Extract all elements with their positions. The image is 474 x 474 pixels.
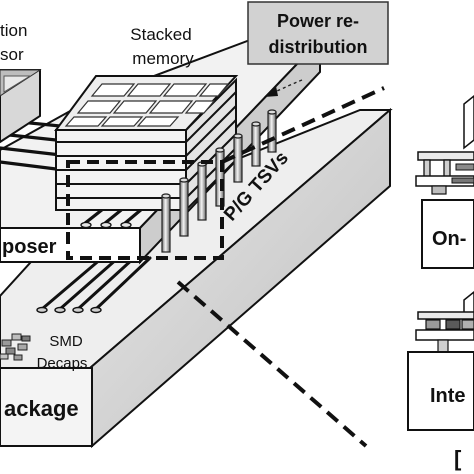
stacked-label-top: Stacked: [130, 25, 191, 44]
package-substrate: [0, 107, 393, 449]
callout-arrowhead-icon: [264, 86, 278, 97]
power-callout-box: [247, 1, 389, 65]
package-pads: [36, 306, 102, 314]
zoom-region-box: [66, 160, 224, 260]
power-label-top: Power re-: [277, 11, 359, 31]
inset-panel: On- Inte: [407, 95, 474, 431]
processor-die: [0, 69, 42, 144]
processor-label-bottom: sor: [0, 45, 24, 64]
leader-line-bottom: [176, 280, 368, 448]
leader-line-top: [221, 86, 385, 164]
on-chip-label: On-: [432, 228, 466, 250]
smd-decap-icon: [0, 333, 31, 361]
stacked-label-bottom: memory: [132, 49, 194, 68]
package-label: ackage: [4, 396, 79, 421]
bracket-label: [: [454, 446, 462, 471]
interposer-label: poser: [2, 236, 57, 258]
inte-label: Inte: [430, 385, 466, 407]
package-wires: [40, 256, 152, 311]
interposer-via-pads: [80, 221, 132, 229]
smd-label-bottom: Decaps: [37, 355, 88, 372]
processor-label-top: tion: [0, 21, 27, 40]
smd-label-top: SMD: [49, 333, 83, 350]
pg-tsv-pillars: [161, 109, 277, 253]
power-label-bottom: distribution: [269, 37, 368, 57]
memory-cell-grid: [64, 83, 230, 127]
